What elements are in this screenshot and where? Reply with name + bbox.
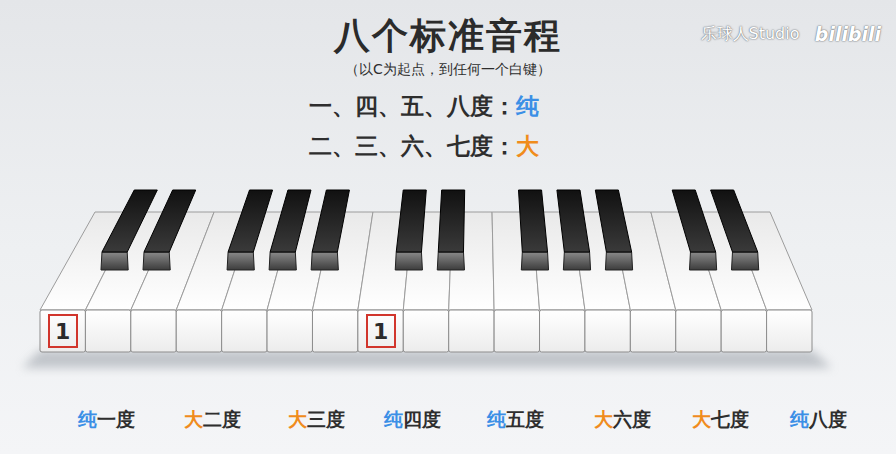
interval-name: 五度 bbox=[506, 407, 544, 433]
white-key-front bbox=[721, 310, 766, 352]
black-key-front bbox=[395, 252, 422, 270]
interval-name: 大 bbox=[692, 407, 711, 433]
interval-name: 纯 bbox=[487, 407, 506, 433]
white-key-front bbox=[312, 310, 357, 352]
black-key-front bbox=[521, 252, 548, 270]
white-key-front bbox=[267, 310, 312, 352]
black-key-top bbox=[312, 190, 349, 252]
subtitle-row: （以C为起点，到任何一个白键） bbox=[345, 61, 551, 79]
black-key-top bbox=[228, 190, 272, 252]
interval-name-row: 纯四度 bbox=[384, 407, 441, 433]
black-key-front bbox=[605, 252, 632, 270]
black-key-front bbox=[269, 252, 296, 270]
interval-name: 纯 bbox=[790, 407, 809, 433]
rule-line: 大 bbox=[516, 131, 539, 162]
white-key-front bbox=[585, 310, 630, 352]
piano-keys bbox=[22, 190, 832, 368]
rule-line: 一、四、五、八度： bbox=[309, 91, 516, 122]
interval-name: 三度 bbox=[307, 407, 345, 433]
black-key-front bbox=[731, 252, 758, 270]
interval-name-row: 大六度 bbox=[594, 407, 651, 433]
black-key-top bbox=[270, 190, 311, 252]
key-number-box: 1 bbox=[48, 314, 78, 348]
white-key-front bbox=[630, 310, 675, 352]
black-key-top bbox=[438, 190, 464, 252]
black-key-front bbox=[101, 252, 128, 270]
interval-name: 纯 bbox=[78, 407, 97, 433]
interval-name-row: 纯八度 bbox=[790, 407, 847, 433]
interval-name-row: 纯一度 bbox=[78, 407, 135, 433]
black-key-top bbox=[557, 190, 590, 252]
white-key-front bbox=[40, 310, 85, 352]
rule-line-row: 二、三、六、七度：大 bbox=[309, 131, 539, 162]
interval-name: 八度 bbox=[809, 407, 847, 433]
white-key-front bbox=[222, 310, 267, 352]
white-key-front bbox=[767, 310, 812, 352]
interval-name: 七度 bbox=[711, 407, 749, 433]
watermark-row: bilibili bbox=[815, 23, 881, 45]
interval-name-row: 大二度 bbox=[184, 407, 241, 433]
rule-line: 二、三、六、七度： bbox=[309, 131, 516, 162]
watermark: bilibili bbox=[815, 23, 881, 45]
black-key-top bbox=[518, 190, 547, 252]
rule-line: 纯 bbox=[516, 91, 539, 122]
interval-name: 大 bbox=[594, 407, 613, 433]
black-key-top bbox=[672, 190, 715, 252]
watermark: 乐球人Studio bbox=[701, 24, 800, 45]
black-key-front bbox=[563, 252, 590, 270]
black-key-top bbox=[711, 190, 758, 252]
interval-name-row: 纯五度 bbox=[487, 407, 544, 433]
subtitle: （以C为起点，到任何一个白键） bbox=[345, 61, 551, 79]
key-number-box: 1 bbox=[366, 314, 396, 348]
interval-name-row: 大七度 bbox=[692, 407, 749, 433]
black-key-top bbox=[595, 190, 631, 252]
black-key-front bbox=[689, 252, 716, 270]
interval-name: 纯 bbox=[384, 407, 403, 433]
interval-name-row: 大三度 bbox=[288, 407, 345, 433]
white-key-front bbox=[358, 310, 403, 352]
interval-name: 六度 bbox=[613, 407, 651, 433]
white-key-front bbox=[540, 310, 585, 352]
white-key-front bbox=[131, 310, 176, 352]
white-key-front bbox=[85, 310, 130, 352]
white-key-front bbox=[449, 310, 494, 352]
rule-line-row: 一、四、五、八度：纯 bbox=[309, 91, 539, 122]
white-key-front bbox=[403, 310, 448, 352]
white-key-front bbox=[176, 310, 221, 352]
interval-name: 二度 bbox=[203, 407, 241, 433]
white-key-front bbox=[676, 310, 721, 352]
key-shadow bbox=[22, 350, 832, 368]
black-key-front bbox=[437, 252, 464, 270]
interval-name: 大 bbox=[288, 407, 307, 433]
key-number: 1 bbox=[55, 319, 70, 344]
interval-name: 大 bbox=[184, 407, 203, 433]
watermark-row: 乐球人Studio bbox=[701, 24, 800, 45]
interval-name: 四度 bbox=[403, 407, 441, 433]
white-key-front bbox=[494, 310, 539, 352]
black-key-top bbox=[144, 190, 196, 252]
key-number: 1 bbox=[373, 319, 388, 344]
black-key-front bbox=[143, 252, 170, 270]
black-key-top bbox=[396, 190, 426, 252]
black-key-front bbox=[311, 252, 338, 270]
interval-name: 一度 bbox=[97, 407, 135, 433]
black-key-front bbox=[227, 252, 254, 270]
